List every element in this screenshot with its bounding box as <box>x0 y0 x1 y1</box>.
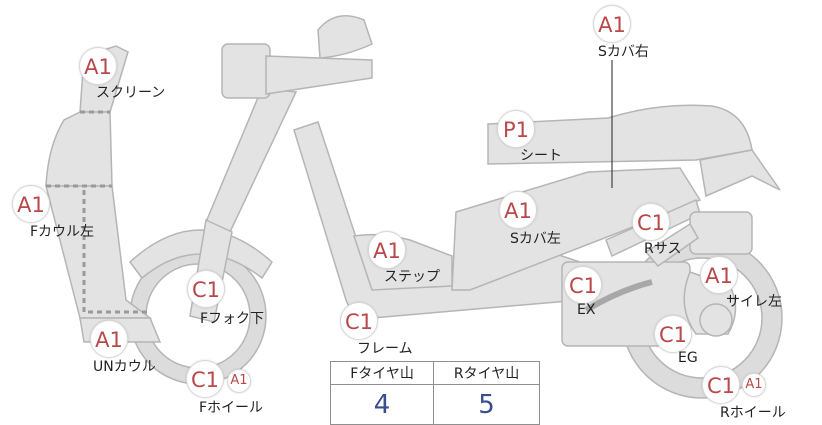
label-s-cover-left: Sカバ左 <box>510 228 561 248</box>
header-rear-tire: Rタイヤ山 <box>434 362 540 385</box>
grade-badge-f-cowl-left: A1 <box>12 185 50 223</box>
header-front-tire: Fタイヤ山 <box>331 362 434 385</box>
label-step: ステップ <box>384 266 440 286</box>
grade-badge-r-wheel-secondary: A1 <box>742 373 766 397</box>
label-f-cowl-left: Fカウル左 <box>30 221 94 241</box>
label-exhaust: EX <box>577 302 595 318</box>
steering-column <box>206 88 296 232</box>
label-engine: EG <box>678 350 698 366</box>
mirror <box>318 16 372 58</box>
grade-badge-s-cover-right: A1 <box>593 5 631 43</box>
rear-shock-body <box>690 212 752 254</box>
label-r-wheel: Rホイール <box>720 402 786 422</box>
label-frame: フレーム <box>357 338 413 358</box>
grade-badge-step: A1 <box>368 231 406 269</box>
label-f-wheel: Fホイール <box>199 397 263 417</box>
tire-table-header-row: Fタイヤ山 Rタイヤ山 <box>331 362 540 385</box>
handlebar-cover <box>266 56 372 94</box>
grade-badge-un-cowl: A1 <box>90 320 128 358</box>
grade-badge-r-wheel: C1 <box>702 366 740 404</box>
grade-badge-f-wheel: C1 <box>186 360 224 398</box>
label-f-fork-lower: Fフォク下 <box>200 308 264 328</box>
grade-badge-s-cover-left: A1 <box>499 191 537 229</box>
grade-badge-frame: C1 <box>340 302 378 340</box>
grade-badge-f-wheel-secondary: A1 <box>227 369 251 393</box>
label-r-suspension: Rサス <box>644 238 681 258</box>
label-seat: シート <box>520 145 562 165</box>
tire-table-value-row: 4 5 <box>331 385 540 425</box>
tire-tread-table: Fタイヤ山 Rタイヤ山 4 5 <box>330 361 540 425</box>
label-screen: スクリーン <box>96 82 165 102</box>
grade-badge-f-fork-lower: C1 <box>187 270 225 308</box>
front-cowl-upper <box>46 112 112 186</box>
grade-badge-exhaust: C1 <box>564 266 602 304</box>
value-front-tire: 4 <box>331 385 434 425</box>
grade-badge-muffler-left: A1 <box>700 256 738 294</box>
grade-badge-seat: P1 <box>497 110 535 148</box>
grade-badge-screen: A1 <box>79 47 117 85</box>
headlight <box>222 44 270 98</box>
label-s-cover-right: Sカバ右 <box>598 41 649 61</box>
label-muffler-left: サイレ左 <box>726 291 782 311</box>
grade-badge-r-suspension: C1 <box>632 203 670 241</box>
grade-badge-engine: C1 <box>654 315 692 353</box>
value-rear-tire: 5 <box>434 385 540 425</box>
label-un-cowl: UNカウル <box>93 356 156 376</box>
